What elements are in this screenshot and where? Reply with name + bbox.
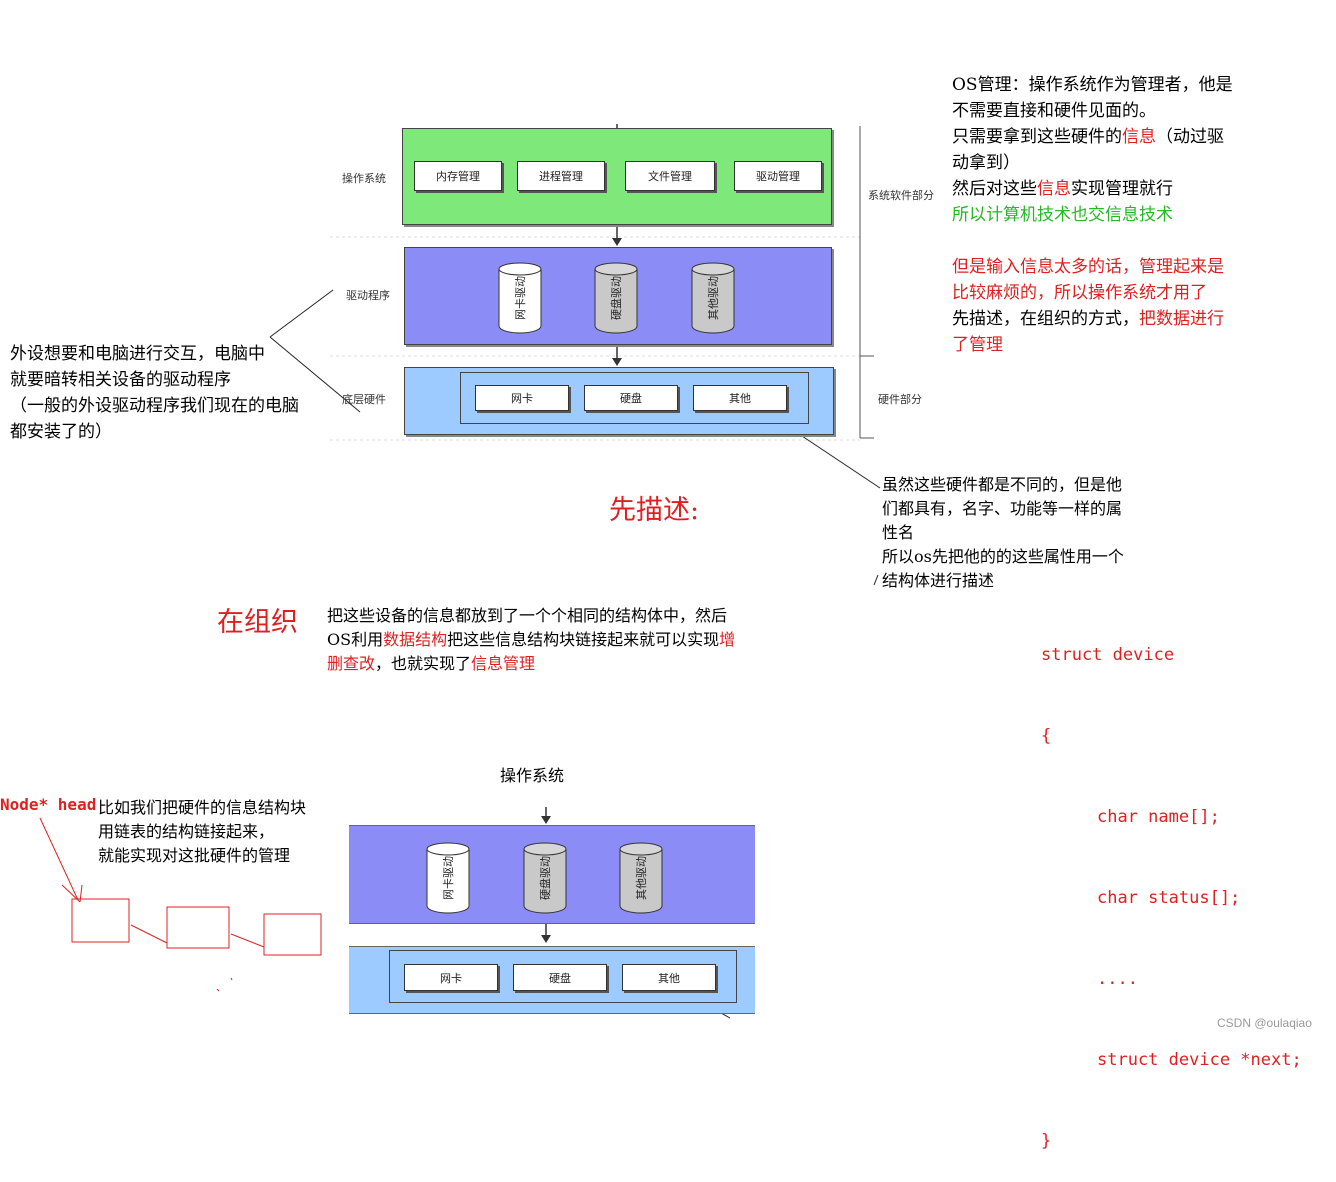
hw-desc-line-1: 虽然这些硬件都是不同的，但是他 bbox=[882, 475, 1123, 494]
d2-disk-driver-label: 硬盘驱动 bbox=[539, 856, 552, 900]
os-note-line-3: 只需要拿到这些硬件的信息（动过驱 bbox=[952, 127, 1224, 147]
os-module-process: 进程管理 bbox=[517, 161, 605, 191]
code-line-7: } bbox=[1041, 1131, 1052, 1151]
other-driver-label: 其他驱动 bbox=[707, 276, 720, 320]
os-module-driver: 驱动管理 bbox=[734, 161, 822, 191]
hw-desc-line-3: 性名 bbox=[882, 523, 915, 542]
describe-heading: 先描述: bbox=[609, 495, 700, 526]
peripheral-line-4: 都安装了的） bbox=[10, 422, 112, 442]
os-note-line-6: 所以计算机技术也交信息技术 bbox=[952, 205, 1173, 225]
os-layer-label: 操作系统 bbox=[342, 172, 386, 185]
connector-lines bbox=[39, 124, 881, 1019]
hw-desc-line-4: 所以os先把他的的这些属性用一个 bbox=[882, 547, 1124, 566]
node-head-label: Node* head bbox=[0, 795, 97, 814]
d2-hw-other: 其他 bbox=[622, 964, 716, 991]
diagram2-title: 操作系统 bbox=[500, 766, 565, 785]
hw-disk: 硬盘 bbox=[584, 385, 678, 411]
code-line-3: char name[]; bbox=[1097, 807, 1220, 827]
organize-line-3: 删查改，也就实现了信息管理 bbox=[327, 654, 536, 673]
d2-hw-disk: 硬盘 bbox=[513, 964, 607, 991]
nic-driver-label: 网卡驱动 bbox=[514, 276, 527, 320]
linked-list-line-3: 就能实现对这批硬件的管理 bbox=[98, 846, 291, 865]
os-note-line-10: 了管理 bbox=[952, 335, 1003, 355]
code-line-5: .... bbox=[1097, 969, 1138, 989]
other-driver-cylinder: 其他驱动 bbox=[691, 262, 735, 334]
code-line-2: { bbox=[1041, 726, 1052, 746]
software-part-label: 系统软件部分 bbox=[868, 189, 934, 202]
code-line-1: struct device bbox=[1041, 645, 1175, 665]
hardware-group-frame bbox=[460, 372, 809, 424]
os-management-note: OS管理：操作系统作为管理者，他是 不需要直接和硬件见面的。 只需要拿到这些硬件… bbox=[952, 72, 1233, 358]
code-line-4: char status[]; bbox=[1097, 888, 1241, 908]
hw-nic: 网卡 bbox=[475, 385, 569, 411]
hw-desc-line-2: 们都具有，名字、功能等一样的属 bbox=[882, 499, 1123, 518]
peripheral-line-1: 外设想要和电脑进行交互，电脑中 bbox=[10, 344, 265, 364]
os-module-memory: 内存管理 bbox=[414, 161, 502, 191]
disk-driver-label: 硬盘驱动 bbox=[610, 276, 623, 320]
peripheral-note: 外设想要和电脑进行交互，电脑中 就要暗转相关设备的驱动程序 （一般的外设驱动程序… bbox=[10, 341, 299, 445]
organize-heading: 在组织 bbox=[217, 607, 298, 638]
driver-layer-label: 驱动程序 bbox=[346, 289, 390, 302]
organize-line-1: 把这些设备的信息都放到了一个个相同的结构体中，然后 bbox=[327, 606, 728, 625]
diagram2-hardware-frame bbox=[389, 950, 737, 1003]
struct-device-code: struct device { char name[]; char status… bbox=[1041, 588, 1302, 1182]
linked-list-line-1: 比如我们把硬件的信息结构块 bbox=[98, 798, 307, 817]
hardware-part-label: 硬件部分 bbox=[878, 393, 922, 406]
csdn-watermark: CSDN @oulaqiao bbox=[1217, 1016, 1312, 1030]
os-note-line-2: 不需要直接和硬件见面的。 bbox=[952, 101, 1156, 121]
d2-nic-driver-label: 网卡驱动 bbox=[442, 856, 455, 900]
hardware-layer-label: 底层硬件 bbox=[342, 393, 386, 406]
d2-nic-driver-cylinder: 网卡驱动 bbox=[426, 842, 470, 914]
linked-list-line-2: 用链表的结构链接起来， bbox=[98, 822, 275, 841]
os-note-line-8: 比较麻烦的，所以操作系统才用了 bbox=[952, 283, 1207, 303]
d2-hw-nic: 网卡 bbox=[404, 964, 498, 991]
organize-line-2: OS利用数据结构把这些信息结构块链接起来就可以实现增 bbox=[327, 630, 736, 649]
os-note-line-1: OS管理：操作系统作为管理者，他是 bbox=[952, 75, 1233, 95]
d2-disk-driver-cylinder: 硬盘驱动 bbox=[523, 842, 567, 914]
peripheral-line-2: 就要暗转相关设备的驱动程序 bbox=[10, 370, 231, 390]
disk-driver-cylinder: 硬盘驱动 bbox=[594, 262, 638, 334]
hw-desc-line-5: 结构体进行描述 bbox=[882, 571, 995, 590]
d2-other-driver-cylinder: 其他驱动 bbox=[619, 842, 663, 914]
peripheral-line-3: （一般的外设驱动程序我们现在的电脑 bbox=[10, 396, 299, 416]
os-note-line-5: 然后对这些信息实现管理就行 bbox=[952, 179, 1173, 199]
os-module-file: 文件管理 bbox=[625, 161, 715, 191]
nic-driver-cylinder: 网卡驱动 bbox=[498, 262, 542, 334]
d2-other-driver-label: 其他驱动 bbox=[635, 856, 648, 900]
os-note-line-9: 先描述，在组织的方式，把数据进行 bbox=[952, 309, 1224, 329]
hw-other: 其他 bbox=[693, 385, 787, 411]
os-note-line-4: 动拿到） bbox=[952, 153, 1020, 173]
linked-list-note: 比如我们把硬件的信息结构块 用链表的结构链接起来， 就能实现对这批硬件的管理 bbox=[98, 796, 306, 868]
code-line-6: struct device *next; bbox=[1097, 1050, 1302, 1070]
hardware-desc-note: 虽然这些硬件都是不同的，但是他 们都具有，名字、功能等一样的属 性名 所以os先… bbox=[882, 473, 1124, 593]
os-note-line-7: 但是输入信息太多的话，管理起来是 bbox=[952, 257, 1224, 277]
organize-note: 把这些设备的信息都放到了一个个相同的结构体中，然后 OS利用数据结构把这些信息结… bbox=[327, 604, 735, 676]
